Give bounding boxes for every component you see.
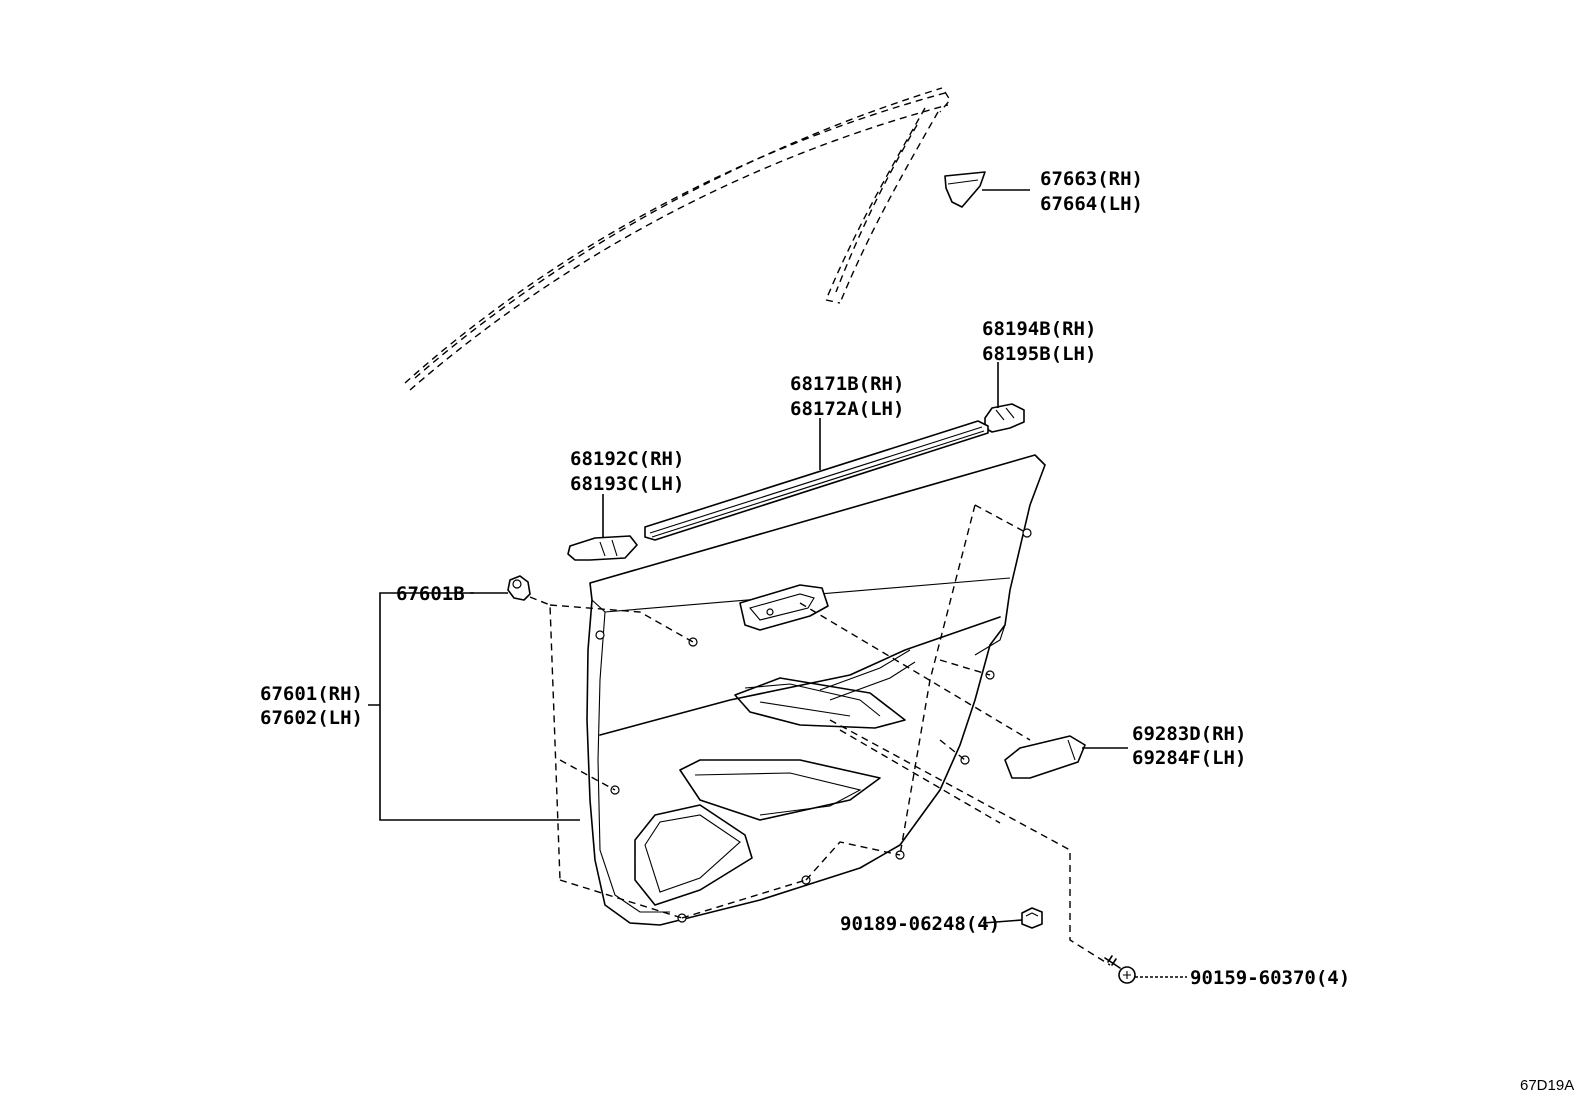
- svg-text:67601B: 67601B: [396, 583, 465, 605]
- clip-67601B[interactable]: [507, 575, 531, 601]
- svg-text:68171B(RH): 68171B(RH): [790, 373, 904, 395]
- svg-text:90159-60370(4): 90159-60370(4): [1190, 967, 1350, 989]
- leader-67601: [368, 592, 580, 821]
- window-frame: [404, 87, 951, 391]
- callout-67663: 67663(RH) 67664(LH): [1040, 168, 1143, 215]
- svg-text:68194B(RH): 68194B(RH): [982, 318, 1096, 340]
- nut-90189[interactable]: [1021, 907, 1043, 929]
- svg-text:90189-06248(4): 90189-06248(4): [840, 913, 1000, 935]
- callout-67601B: 67601B: [396, 583, 465, 605]
- handle-cover-69283[interactable]: [1004, 735, 1086, 779]
- front-clip-68192[interactable]: [567, 535, 638, 561]
- callout-69283: 69283D(RH) 69284F(LH): [1132, 723, 1246, 769]
- door-trim-panel[interactable]: [586, 454, 1046, 926]
- corner-cover-67663[interactable]: [944, 171, 986, 208]
- callout-68194: 68194B(RH) 68195B(LH): [982, 318, 1096, 365]
- callout-90159: 90159-60370(4): [1190, 967, 1350, 989]
- svg-text:67601(RH): 67601(RH): [260, 683, 363, 705]
- assembly-lines: [529, 504, 1111, 966]
- svg-text:69284F(LH): 69284F(LH): [1132, 747, 1246, 769]
- svg-text:67664(LH): 67664(LH): [1040, 193, 1143, 215]
- svg-text:68192C(RH): 68192C(RH): [570, 448, 684, 470]
- belt-moulding-68171[interactable]: [644, 420, 989, 541]
- callout-90189: 90189-06248(4): [840, 913, 1000, 935]
- callout-68171: 68171B(RH) 68172A(LH): [790, 373, 904, 420]
- svg-text:68195B(LH): 68195B(LH): [982, 343, 1096, 365]
- diagram-code: 67D19A: [1520, 1077, 1574, 1094]
- svg-text:68172A(LH): 68172A(LH): [790, 398, 904, 420]
- end-clip-68194[interactable]: [984, 403, 1025, 433]
- leader-90189: [982, 919, 1023, 924]
- callout-67601: 67601(RH) 67602(LH): [260, 683, 363, 729]
- callout-68192: 68192C(RH) 68193C(LH): [570, 448, 684, 495]
- svg-text:69283D(RH): 69283D(RH): [1132, 723, 1246, 745]
- svg-text:67663(RH): 67663(RH): [1040, 168, 1143, 190]
- svg-text:67602(LH): 67602(LH): [260, 707, 363, 729]
- screw-90159[interactable]: [1104, 955, 1136, 984]
- svg-text:68193C(LH): 68193C(LH): [570, 473, 684, 495]
